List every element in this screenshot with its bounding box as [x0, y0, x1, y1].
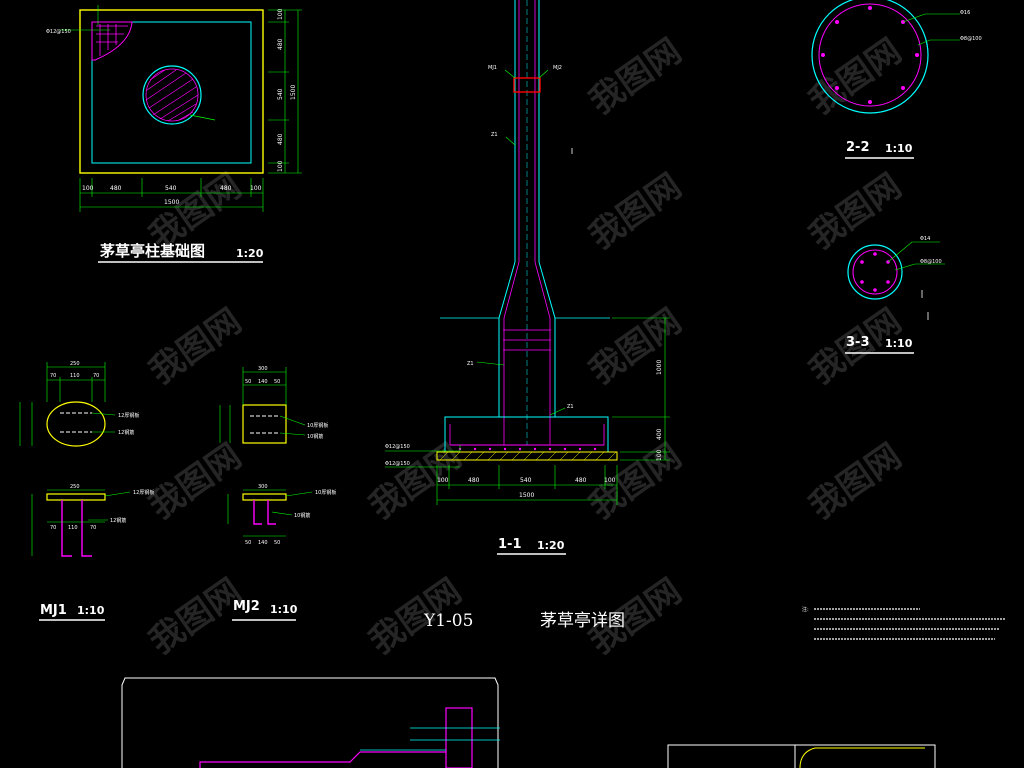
mj1-detail: 12厚钢板 12钢筋 250 70 110 70 12厚钢板 12钢筋 [19, 361, 154, 621]
section-dim-bottom: 100 [604, 477, 616, 484]
mj2-part: 50 [274, 540, 280, 546]
mj1-plate-label: 12厚钢板 [133, 489, 154, 496]
section-dim-bottom: 480 [575, 477, 587, 484]
column-tag: Z1 [567, 404, 574, 410]
mj2-title: MJ2 [233, 599, 260, 614]
column-tag: Z1 [467, 361, 474, 367]
plan-rebar-label: Φ12@150 [46, 29, 71, 35]
mj1-width: 250 [70, 484, 80, 490]
mj1-part: 70 [90, 525, 96, 531]
general-notes: 注: [802, 606, 1005, 640]
section22-stirrup: Φ8@100 [960, 36, 982, 42]
mj1-scale: 1:10 [77, 604, 105, 617]
section-dim-bottom: 540 [520, 477, 532, 484]
plan-dim-bottom: 480 [220, 185, 232, 192]
plan-dim-right: 540 [277, 88, 284, 100]
section33-title: 3-3 [846, 335, 870, 350]
section-3-3: Φ14 Φ8@100 3-3 1:10 [845, 236, 945, 354]
bottom-partial-plan [667, 744, 936, 768]
mj1-part: 70 [50, 525, 56, 531]
plan-dim-total-bottom: 1500 [164, 199, 179, 206]
section-1-1: MJ1 MJ2 Z1 Z1 Z1 [385, 0, 670, 555]
mj1-plate-label: 12厚钢板 [118, 412, 139, 419]
drawing-name: 茅草亭详图 [540, 611, 625, 631]
foundation-plan: Φ12@150 100 480 540 480 100 1500 [46, 5, 302, 263]
mj2-width: 300 [258, 484, 268, 490]
watermark-text: 我图网 [142, 301, 248, 392]
section-rebar-label: Φ12@150 [385, 444, 410, 450]
mj2-detail: 10厚钢板 10钢筋 300 50 140 50 10厚钢板 10钢筋 [219, 366, 336, 621]
plan-dim-bottom: 100 [82, 185, 94, 192]
mj1-part: 110 [70, 373, 80, 379]
section-dim-right: 100 [656, 449, 663, 461]
mj2-tag: MJ2 [553, 65, 562, 71]
section-scale: 1:20 [537, 539, 565, 552]
mj1-bar-label: 12钢筋 [110, 517, 126, 524]
section-dim-total: 1500 [519, 492, 534, 499]
watermark-text: 我图网 [582, 166, 688, 257]
plan-dim-bottom: 480 [110, 185, 122, 192]
plan-dim-right: 100 [277, 160, 284, 172]
mj2-part: 50 [274, 379, 280, 385]
watermark-text: 我图网 [362, 436, 468, 527]
plan-dim-right: 480 [277, 38, 284, 50]
watermark-layer: 我图网 我图网 我图网 我图网 我图网 我图网 我图网 我图网 我图网 我图网 … [142, 31, 908, 662]
section33-scale: 1:10 [885, 337, 913, 350]
section22-title: 2-2 [846, 140, 870, 155]
mj2-plate-label: 10厚钢板 [307, 422, 328, 429]
section22-bar: Φ16 [960, 10, 970, 16]
mj2-scale: 1:10 [270, 603, 298, 616]
mj2-part: 50 [245, 540, 251, 546]
mj2-width: 300 [258, 366, 268, 372]
mj2-bar-label: 10钢筋 [307, 433, 323, 440]
drawing-code: Y1-05 [423, 611, 473, 631]
mj2-part: 140 [258, 540, 268, 546]
mj2-part: 140 [258, 379, 268, 385]
mj2-plate-label: 10厚钢板 [315, 489, 336, 496]
watermark-text: 我图网 [142, 436, 248, 527]
plan-title: 茅草亭柱基础图 [100, 242, 205, 260]
section-dim-bottom: 100 [437, 477, 449, 484]
drawing-title-block: Y1-05 茅草亭详图 [423, 611, 625, 631]
plan-dim-total-right: 1500 [290, 85, 297, 100]
section-rebar-label: Φ12@150 [385, 461, 410, 467]
section-dim-right: 1000 [656, 360, 663, 375]
section-2-2: Φ16 Φ8@100 2-2 1:10 [811, 0, 982, 159]
section33-stirrup: Φ8@100 [920, 259, 942, 265]
watermark-text: 我图网 [582, 301, 688, 392]
mj1-title: MJ1 [40, 603, 67, 618]
section-dim-bottom: 480 [468, 477, 480, 484]
mj2-part: 50 [245, 379, 251, 385]
watermark-text: 我图网 [142, 571, 248, 662]
mj1-part: 70 [93, 373, 99, 379]
plan-scale: 1:20 [236, 247, 264, 260]
watermark-text: 我图网 [582, 31, 688, 122]
watermark-text: 我图网 [582, 436, 688, 527]
bottom-partial-elevation [121, 677, 500, 768]
mj2-bar-label: 10钢筋 [294, 512, 310, 519]
mj1-part: 70 [50, 373, 56, 379]
watermark-text: 我图网 [802, 166, 908, 257]
mj1-width: 250 [70, 361, 80, 367]
column-tag: Z1 [491, 132, 498, 138]
plan-dim-right: 100 [277, 8, 284, 20]
section33-bar: Φ14 [920, 236, 930, 242]
section-title: 1-1 [498, 537, 522, 552]
mj1-part: 110 [68, 525, 78, 531]
plan-dim-right: 480 [277, 133, 284, 145]
watermark-text: 我图网 [802, 436, 908, 527]
mj1-tag: MJ1 [488, 65, 497, 71]
section-dim-right: 400 [656, 428, 663, 440]
plan-dim-bottom: 100 [250, 185, 262, 192]
section22-scale: 1:10 [885, 142, 913, 155]
mj1-bar-label: 12钢筋 [118, 429, 134, 436]
plan-dim-bottom: 540 [165, 185, 177, 192]
notes-lead: 注: [802, 606, 809, 613]
